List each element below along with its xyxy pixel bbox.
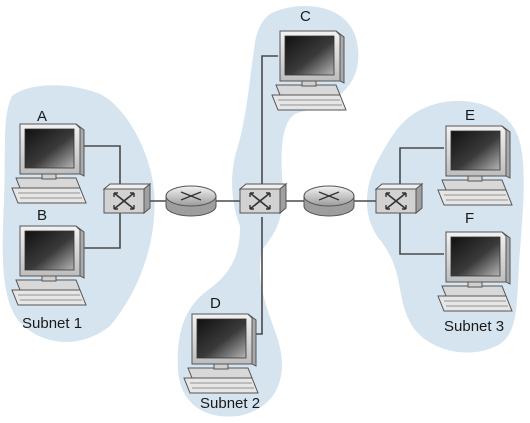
host-e-computer xyxy=(437,125,513,206)
subnet-1-label: Subnet 1 xyxy=(22,315,82,332)
switch-subnet-2 xyxy=(239,183,287,214)
host-b-label: B xyxy=(37,207,47,224)
router-right xyxy=(303,185,355,217)
host-b-computer xyxy=(11,225,87,306)
host-e-label: E xyxy=(465,107,475,124)
host-c-label: C xyxy=(300,8,311,25)
switch-subnet-1 xyxy=(103,183,151,214)
subnet-2-label: Subnet 2 xyxy=(200,395,260,412)
host-d-label: D xyxy=(210,295,221,312)
host-a-label: A xyxy=(37,108,47,125)
host-f-computer xyxy=(437,231,513,312)
host-d-computer xyxy=(183,313,259,394)
host-f-label: F xyxy=(465,210,474,227)
host-c-computer xyxy=(271,30,347,111)
subnet-3-label: Subnet 3 xyxy=(444,318,504,335)
switch-subnet-3 xyxy=(375,183,423,214)
host-a-computer xyxy=(11,123,87,204)
router-left xyxy=(165,185,217,217)
